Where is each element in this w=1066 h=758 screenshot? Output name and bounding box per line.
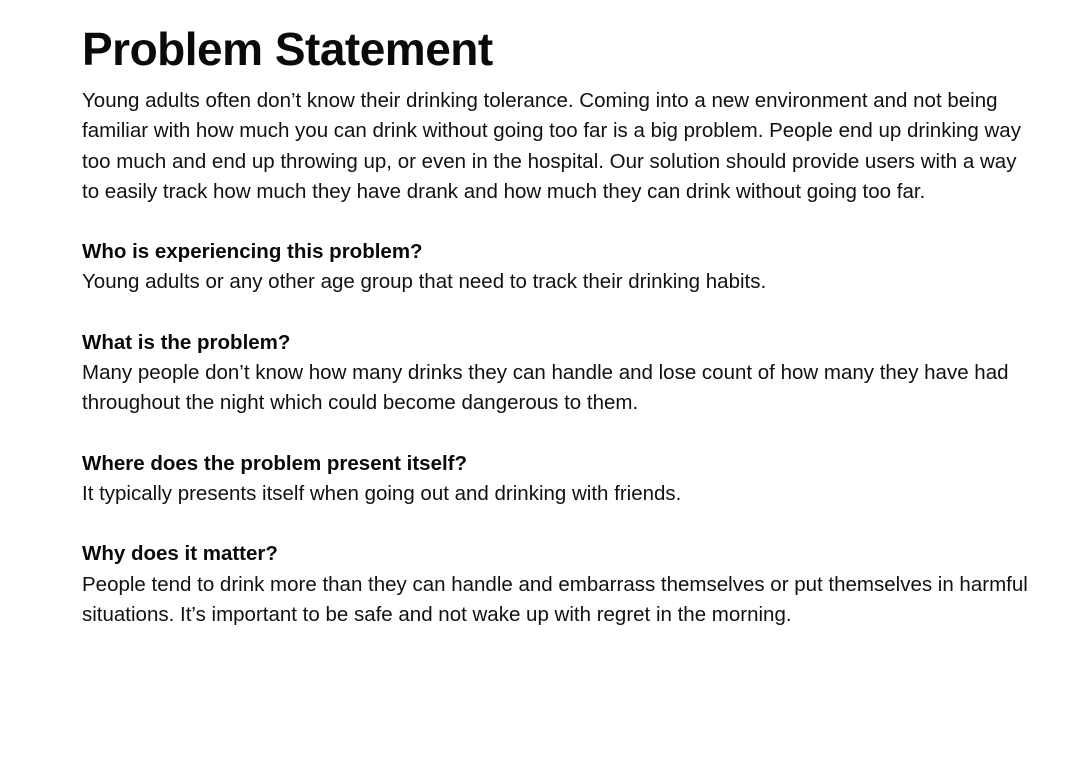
section-body: It typically presents itself when going … (82, 481, 682, 505)
page-title: Problem Statement (82, 23, 493, 75)
document-page: Problem Statement Young adults often don… (82, 22, 1032, 630)
section-heading: Why does it matter? (82, 542, 278, 566)
section-body: People tend to drink more than they can … (82, 572, 1028, 626)
section-what: What is the problem? Many people don’t k… (82, 328, 1032, 419)
section-heading: Who is experiencing this problem? (82, 240, 423, 264)
section-body: Young adults or any other age group that… (82, 270, 767, 294)
section-heading: Where does the problem present itself? (82, 451, 468, 475)
section-heading: What is the problem? (82, 330, 291, 354)
section-who: Who is experiencing this problem? Young … (82, 237, 1032, 298)
section-where: Where does the problem present itself? I… (82, 449, 1032, 510)
section-why: Why does it matter? People tend to drink… (82, 539, 1032, 630)
intro-paragraph: Young adults often don’t know their drin… (82, 89, 1021, 203)
section-body: Many people don’t know how many drinks t… (82, 361, 1009, 415)
